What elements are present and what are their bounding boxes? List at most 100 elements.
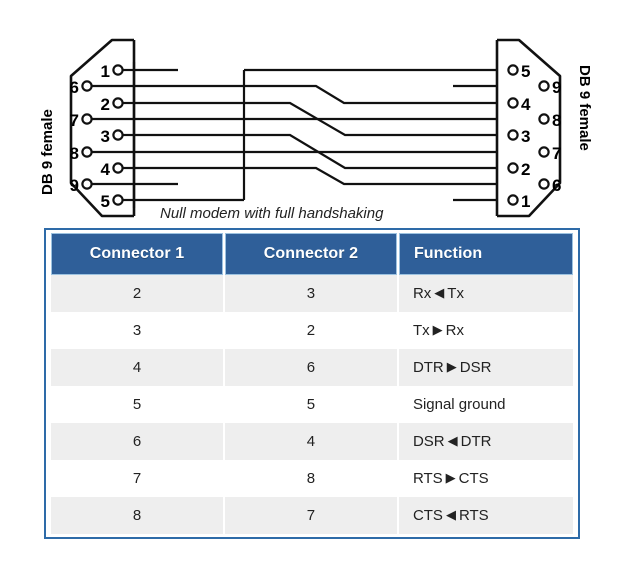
function-source: RTS: [412, 470, 443, 487]
function-target: DTR: [460, 433, 492, 450]
left-pin-label-7: 7: [70, 111, 79, 130]
table-row: 3 2 Tx▶Rx: [51, 312, 573, 349]
right-pin-9-circle: [538, 80, 550, 92]
right-pin-group: [507, 64, 550, 206]
function-target: DSR: [459, 359, 492, 376]
cell-function: CTS◀RTS: [398, 497, 573, 534]
table-row: 8 7 CTS◀RTS: [51, 497, 573, 534]
cell-function: Signal ground: [398, 386, 573, 423]
diagram-caption: Null modem with full handshaking: [160, 205, 384, 222]
left-pin-group: [81, 64, 124, 206]
right-pin-1-circle: [507, 194, 519, 206]
right-pin-label-9: 9: [552, 78, 561, 97]
left-pin-label-8: 8: [70, 144, 79, 163]
right-pin-3-circle: [507, 129, 519, 141]
function-target: CTS: [458, 470, 489, 487]
cell-connector2: 5: [224, 386, 397, 423]
left-pin-numbers: 1 6 2 7 3 8 4 9 5: [70, 62, 111, 211]
right-pin-label-1: 1: [521, 192, 530, 211]
table-header-row: Connector 1 Connector 2 Function: [51, 233, 573, 275]
left-pin-label-5: 5: [101, 192, 110, 211]
column-header-connector-2[interactable]: Connector 2: [224, 233, 397, 275]
diagram-svg: DB 9 female DB 9 female 1: [39, 38, 593, 222]
left-pin-8-circle: [81, 146, 93, 158]
function-source: Tx: [412, 322, 430, 339]
column-header-function[interactable]: Function: [398, 233, 573, 275]
cell-function: DTR▶DSR: [398, 349, 573, 386]
left-pin-2-circle: [112, 97, 124, 109]
cell-connector1: 7: [51, 460, 223, 497]
table-row: 6 4 DSR◀DTR: [51, 423, 573, 460]
right-pin-4-circle: [507, 97, 519, 109]
direction-arrow-icon: ◀: [445, 507, 456, 522]
left-pin-label-9: 9: [70, 176, 79, 195]
cell-connector1: 3: [51, 312, 223, 349]
right-pin-5-circle: [507, 64, 519, 76]
left-pin-5-circle: [112, 194, 124, 206]
left-pin-7-circle: [81, 113, 93, 125]
wire-l6-to-r4: [134, 84, 497, 105]
function-source: DTR: [412, 359, 444, 376]
pinout-table-container: Connector 1 Connector 2 Function 2 3 Rx◀…: [44, 228, 580, 539]
column-header-connector-1[interactable]: Connector 1: [51, 233, 223, 275]
function-source: DSR: [412, 433, 445, 450]
left-pin-label-1: 1: [101, 62, 110, 81]
left-pin-label-3: 3: [101, 127, 110, 146]
right-pin-label-4: 4: [521, 95, 531, 114]
cell-connector2: 3: [224, 275, 397, 312]
table-row: 2 3 Rx◀Tx: [51, 275, 573, 312]
table-row: 7 8 RTS▶CTS: [51, 460, 573, 497]
direction-arrow-icon: ▶: [446, 359, 457, 374]
right-pin-2-circle: [507, 162, 519, 174]
left-pin-3-circle: [112, 129, 124, 141]
pinout-table: Connector 1 Connector 2 Function 2 3 Rx◀…: [49, 233, 575, 534]
right-pin-6-circle: [538, 178, 550, 190]
right-pin-label-8: 8: [552, 111, 561, 130]
table-row: 4 6 DTR▶DSR: [51, 349, 573, 386]
left-pin-1-circle: [112, 64, 124, 76]
right-pin-label-5: 5: [521, 62, 530, 81]
function-target: Tx: [447, 285, 464, 302]
direction-arrow-icon: ◀: [447, 433, 458, 448]
right-pin-label-6: 6: [552, 176, 561, 195]
left-pin-4-circle: [112, 162, 124, 174]
direction-arrow-icon: ◀: [434, 285, 445, 300]
cell-connector1: 2: [51, 275, 223, 312]
null-modem-diagram: DB 9 female DB 9 female 1: [0, 0, 625, 228]
wire-l4-to-r6: [134, 166, 497, 186]
right-pin-7-circle: [538, 146, 550, 158]
cell-connector1: 4: [51, 349, 223, 386]
left-pin-9-circle: [81, 178, 93, 190]
function-source: CTS: [412, 507, 443, 524]
left-pin-label-4: 4: [101, 160, 111, 179]
function-target: RTS: [458, 507, 489, 524]
left-pin-label-2: 2: [101, 95, 110, 114]
pinout-table-head: Connector 1 Connector 2 Function: [51, 233, 573, 275]
right-pin-label-3: 3: [521, 127, 530, 146]
cell-connector1: 8: [51, 497, 223, 534]
pinout-table-body: 2 3 Rx◀Tx 3 2 Tx▶Rx 4 6: [51, 275, 573, 534]
direction-arrow-icon: ▶: [445, 470, 456, 485]
left-pin-label-6: 6: [70, 78, 79, 97]
cell-function: RTS▶CTS: [398, 460, 573, 497]
function-source: Signal ground: [412, 396, 506, 413]
cell-connector2: 4: [224, 423, 397, 460]
cell-connector2: 2: [224, 312, 397, 349]
cell-connector2: 6: [224, 349, 397, 386]
cell-connector2: 8: [224, 460, 397, 497]
wiring-lines: [92, 62, 497, 208]
right-pin-label-7: 7: [552, 144, 561, 163]
cell-connector1: 5: [51, 386, 223, 423]
cell-connector2: 7: [224, 497, 397, 534]
direction-arrow-icon: ▶: [432, 322, 443, 337]
cell-connector1: 6: [51, 423, 223, 460]
function-source: Rx: [412, 285, 432, 302]
left-pin-6-circle: [81, 80, 93, 92]
right-pin-label-2: 2: [521, 160, 530, 179]
function-target: Rx: [445, 322, 464, 339]
cell-function: DSR◀DTR: [398, 423, 573, 460]
right-pin-8-circle: [538, 113, 550, 125]
right-connector-label: DB 9 female: [576, 65, 593, 151]
cell-function: Tx▶Rx: [398, 312, 573, 349]
